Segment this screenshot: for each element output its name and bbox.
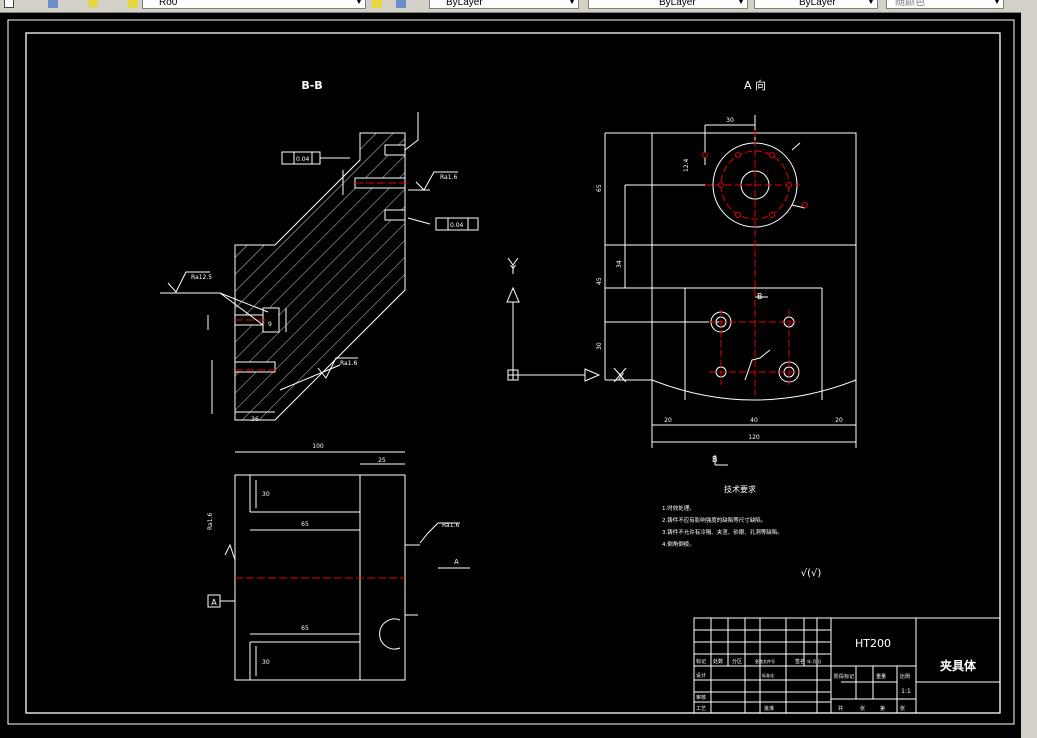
ucs-x-label: X (618, 372, 625, 383)
tech-req-item-2: 2.铸件不应有影响强度的缺陷等尺寸缺陷。 (662, 516, 766, 524)
title-block (693, 617, 1001, 714)
tb-label-standard: 标准化 (762, 672, 774, 678)
dim-65a: 65 (301, 521, 309, 528)
ra-1-6-label-b: Ra1.6 (440, 174, 457, 181)
color-dropdown[interactable]: ByLayer ▼ (429, 0, 579, 9)
tech-req-item-3: 3.铸件不允许有冷隔、夹渣、砂眼、孔洞等缺陷。 (662, 528, 783, 536)
ra-1-6-label-a: Ra1.6 (340, 360, 357, 367)
dim-25: 25 (378, 457, 386, 464)
plotstyle-value: 随颜色 (895, 0, 925, 8)
dim-40: 40 (750, 417, 758, 424)
plotstyle-dropdown[interactable]: 随颜色 ▼ (886, 0, 1004, 9)
section-bb-outline (234, 132, 406, 421)
dim-9: 9 (268, 321, 272, 328)
tb-label-scale: 比例 (900, 673, 910, 680)
ra-12-5-label: Ra12.5 (191, 274, 212, 281)
title-block-labels: 标记 处数 分区 更改文件号 签名 年.月.日 设计 标准化 审核 工艺 批准 … (696, 658, 910, 712)
view-a-title: A 向 (744, 78, 766, 92)
datum-a-label: A (211, 598, 217, 607)
chevron-down-icon[interactable]: ▼ (568, 0, 576, 6)
dim-20a: 20 (664, 417, 672, 424)
lightbulb-icon[interactable] (88, 0, 98, 8)
lineweight-value: ByLayer (799, 0, 836, 8)
tb-label-approve: 批准 (764, 705, 774, 712)
dim-100: 100 (312, 443, 324, 450)
roughness-note: √(√) (801, 568, 822, 579)
linetype-dropdown[interactable]: ByLayer ▼ (588, 0, 748, 9)
chevron-down-icon[interactable]: ▼ (737, 0, 745, 6)
ra-1-6-label-d: Ra1.6 (207, 513, 214, 530)
dim-30b: 30 (596, 342, 603, 350)
color-value: ByLayer (446, 0, 483, 8)
linetype-value: ByLayer (659, 0, 696, 8)
view-a (604, 115, 857, 466)
dim-20b: 20 (835, 417, 843, 424)
tb-label-sheet-a: 张 (860, 705, 865, 712)
tb-label-stage: 阶段标记 (834, 673, 854, 680)
tb-label-page: 第 (880, 705, 885, 712)
section-bb-view (160, 112, 479, 421)
tb-label-total: 共 (838, 705, 843, 712)
tb-label-sheet-b: 张 (900, 705, 905, 712)
layer-state-icon[interactable] (48, 0, 58, 8)
view-arrow-a: A (454, 558, 459, 566)
tech-req-item-1: 1.时效处理。 (662, 504, 695, 512)
section-bb-title: B-B (301, 79, 322, 92)
tb-label-sign: 签名 (795, 658, 805, 665)
dim-45: 45 (596, 277, 603, 285)
chevron-down-icon[interactable]: ▼ (355, 0, 363, 6)
dim-30: 30 (726, 117, 734, 124)
drawing-canvas[interactable]: B-B A 向 (0, 12, 1021, 738)
ucs-y-label: Y (509, 264, 517, 275)
layer-dropdown[interactable]: Ro0 ▼ (142, 0, 366, 9)
make-current-icon[interactable] (372, 0, 382, 8)
dim-65b: 65 (301, 625, 309, 632)
tech-req-title: 技术要求 (724, 484, 756, 494)
tb-label-mark: 标记 (696, 658, 706, 665)
tb-label-process: 工艺 (696, 706, 706, 712)
part-name-label: 夹具体 (940, 658, 977, 673)
dim-30c: 30 (262, 491, 270, 498)
bore-cutout (262, 307, 280, 333)
inner-border (25, 32, 1001, 714)
vertical-scrollbar[interactable] (1021, 12, 1037, 738)
tb-label-weight: 重量 (876, 673, 886, 680)
section-b-label-top: B (757, 292, 763, 301)
tb-label-change: 更改文件号 (755, 658, 775, 664)
plan-view (207, 451, 470, 681)
layer-icon[interactable] (4, 0, 14, 8)
dim-34: 34 (616, 260, 623, 268)
tol-perp: 0.04 (296, 156, 310, 163)
dim-12-4: 12.4 (683, 158, 690, 172)
tb-label-design: 设计 (696, 672, 706, 679)
tb-label-zone: 分区 (732, 658, 742, 665)
dim-36: 36 (251, 416, 259, 423)
tb-label-review: 审核 (696, 694, 706, 701)
view-a-centerlines (705, 130, 800, 395)
tol-par: 0.04 (450, 222, 464, 229)
dim-120: 120 (748, 434, 760, 441)
toolbar: Ro0 ▼ ByLayer ▼ ByLayer ▼ ByLayer ▼ 随颜色 … (0, 0, 1037, 13)
bolt-holes (702, 152, 808, 218)
dim-30d: 30 (262, 659, 270, 666)
tb-label-date: 年.月.日 (807, 658, 822, 664)
outer-border (7, 19, 1015, 725)
dim-65: 65 (596, 184, 603, 192)
chevron-down-icon[interactable]: ▼ (993, 0, 1001, 6)
tech-req-item-4: 4.倒角倒棱。 (662, 540, 695, 548)
scale-label: 1:1 (901, 688, 911, 695)
ucs-icon (506, 257, 627, 383)
chevron-down-icon[interactable]: ▼ (867, 0, 875, 6)
layer-name: Ro0 (159, 0, 178, 8)
tb-label-count: 处数 (713, 658, 723, 665)
material-label: HT200 (855, 637, 891, 650)
layer-previous-icon[interactable] (396, 0, 406, 8)
ra-1-6-label-c: Ra1.6 (442, 522, 459, 529)
sun-icon[interactable] (128, 0, 138, 8)
lineweight-dropdown[interactable]: ByLayer ▼ (754, 0, 878, 9)
section-b-label-bottom: B (712, 455, 718, 464)
